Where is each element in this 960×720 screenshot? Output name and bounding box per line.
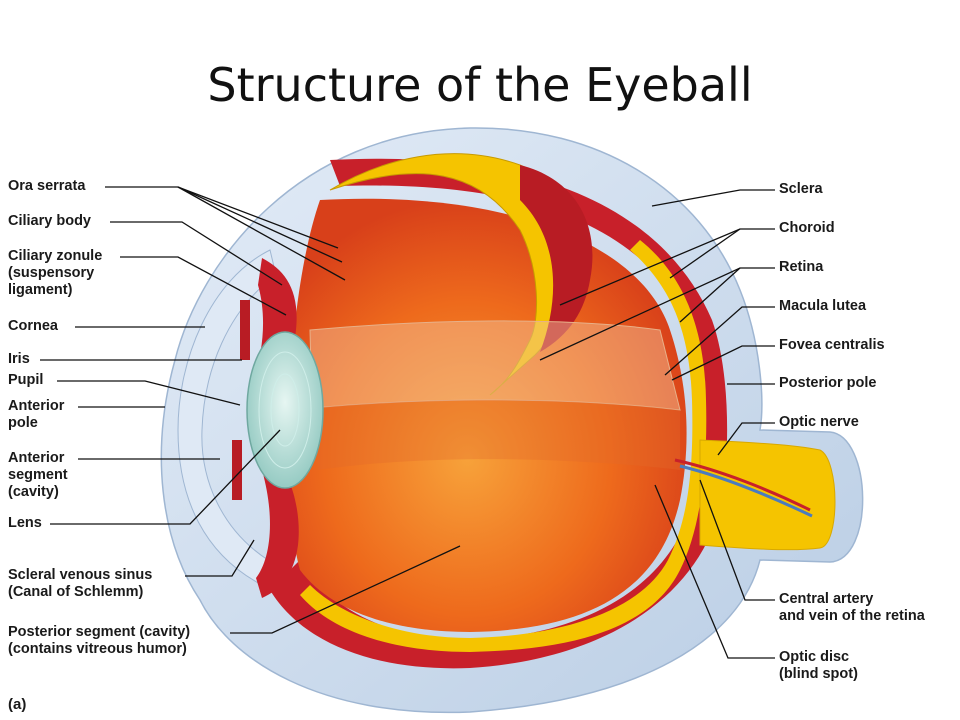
central-artery xyxy=(674,458,811,512)
label-optic-disc: Optic disc (blind spot) xyxy=(779,649,858,682)
slide-title: Structure of the Eyeball xyxy=(207,58,753,112)
label-cornea: Cornea xyxy=(8,318,58,334)
label-retina: Retina xyxy=(779,259,824,275)
label-optic-nerve: Optic nerve xyxy=(779,414,859,430)
cutaway-flap xyxy=(329,153,577,396)
label-anterior-segment: Anterior segment (cavity) xyxy=(8,450,68,500)
cutaway-choroid xyxy=(520,165,593,352)
lens-shape xyxy=(246,331,324,489)
label-scleral-venous-sinus: Scleral venous sinus (Canal of Schlemm) xyxy=(8,567,153,600)
label-anterior-pole: Anterior pole xyxy=(8,398,65,431)
label-posterior-segment: Posterior segment (cavity) (contains vit… xyxy=(8,624,191,657)
iris-upper xyxy=(240,300,250,360)
retina-shape xyxy=(300,240,707,652)
label-choroid: Choroid xyxy=(779,220,835,236)
vitreous-body xyxy=(288,198,687,633)
label-ciliary-zonule: Ciliary zonule (suspensory ligament) xyxy=(8,248,103,298)
lens-ring-1 xyxy=(258,351,312,469)
label-lens: Lens xyxy=(8,515,42,531)
label-central-artery-vein: Central artery and vein of the retina xyxy=(779,591,925,624)
lens-ring-2 xyxy=(270,373,300,447)
label-pupil: Pupil xyxy=(8,372,44,388)
label-fovea-centralis: Fovea centralis xyxy=(779,337,885,353)
leader-lines-right xyxy=(539,189,775,659)
leader-lines-left xyxy=(40,186,461,634)
label-ora-serrata: Ora serrata xyxy=(8,178,86,194)
choroid-shape xyxy=(270,158,728,669)
section-plane xyxy=(309,320,681,411)
figure-label: (a) xyxy=(8,696,27,713)
label-macula-lutea: Macula lutea xyxy=(779,298,867,314)
iris-lower xyxy=(232,440,242,500)
central-vein xyxy=(679,464,813,518)
label-iris: Iris xyxy=(8,351,30,367)
label-ciliary-body: Ciliary body xyxy=(8,213,91,229)
label-sclera: Sclera xyxy=(779,181,823,197)
label-posterior-pole: Posterior pole xyxy=(779,375,877,391)
section-plane-lower xyxy=(312,400,680,470)
